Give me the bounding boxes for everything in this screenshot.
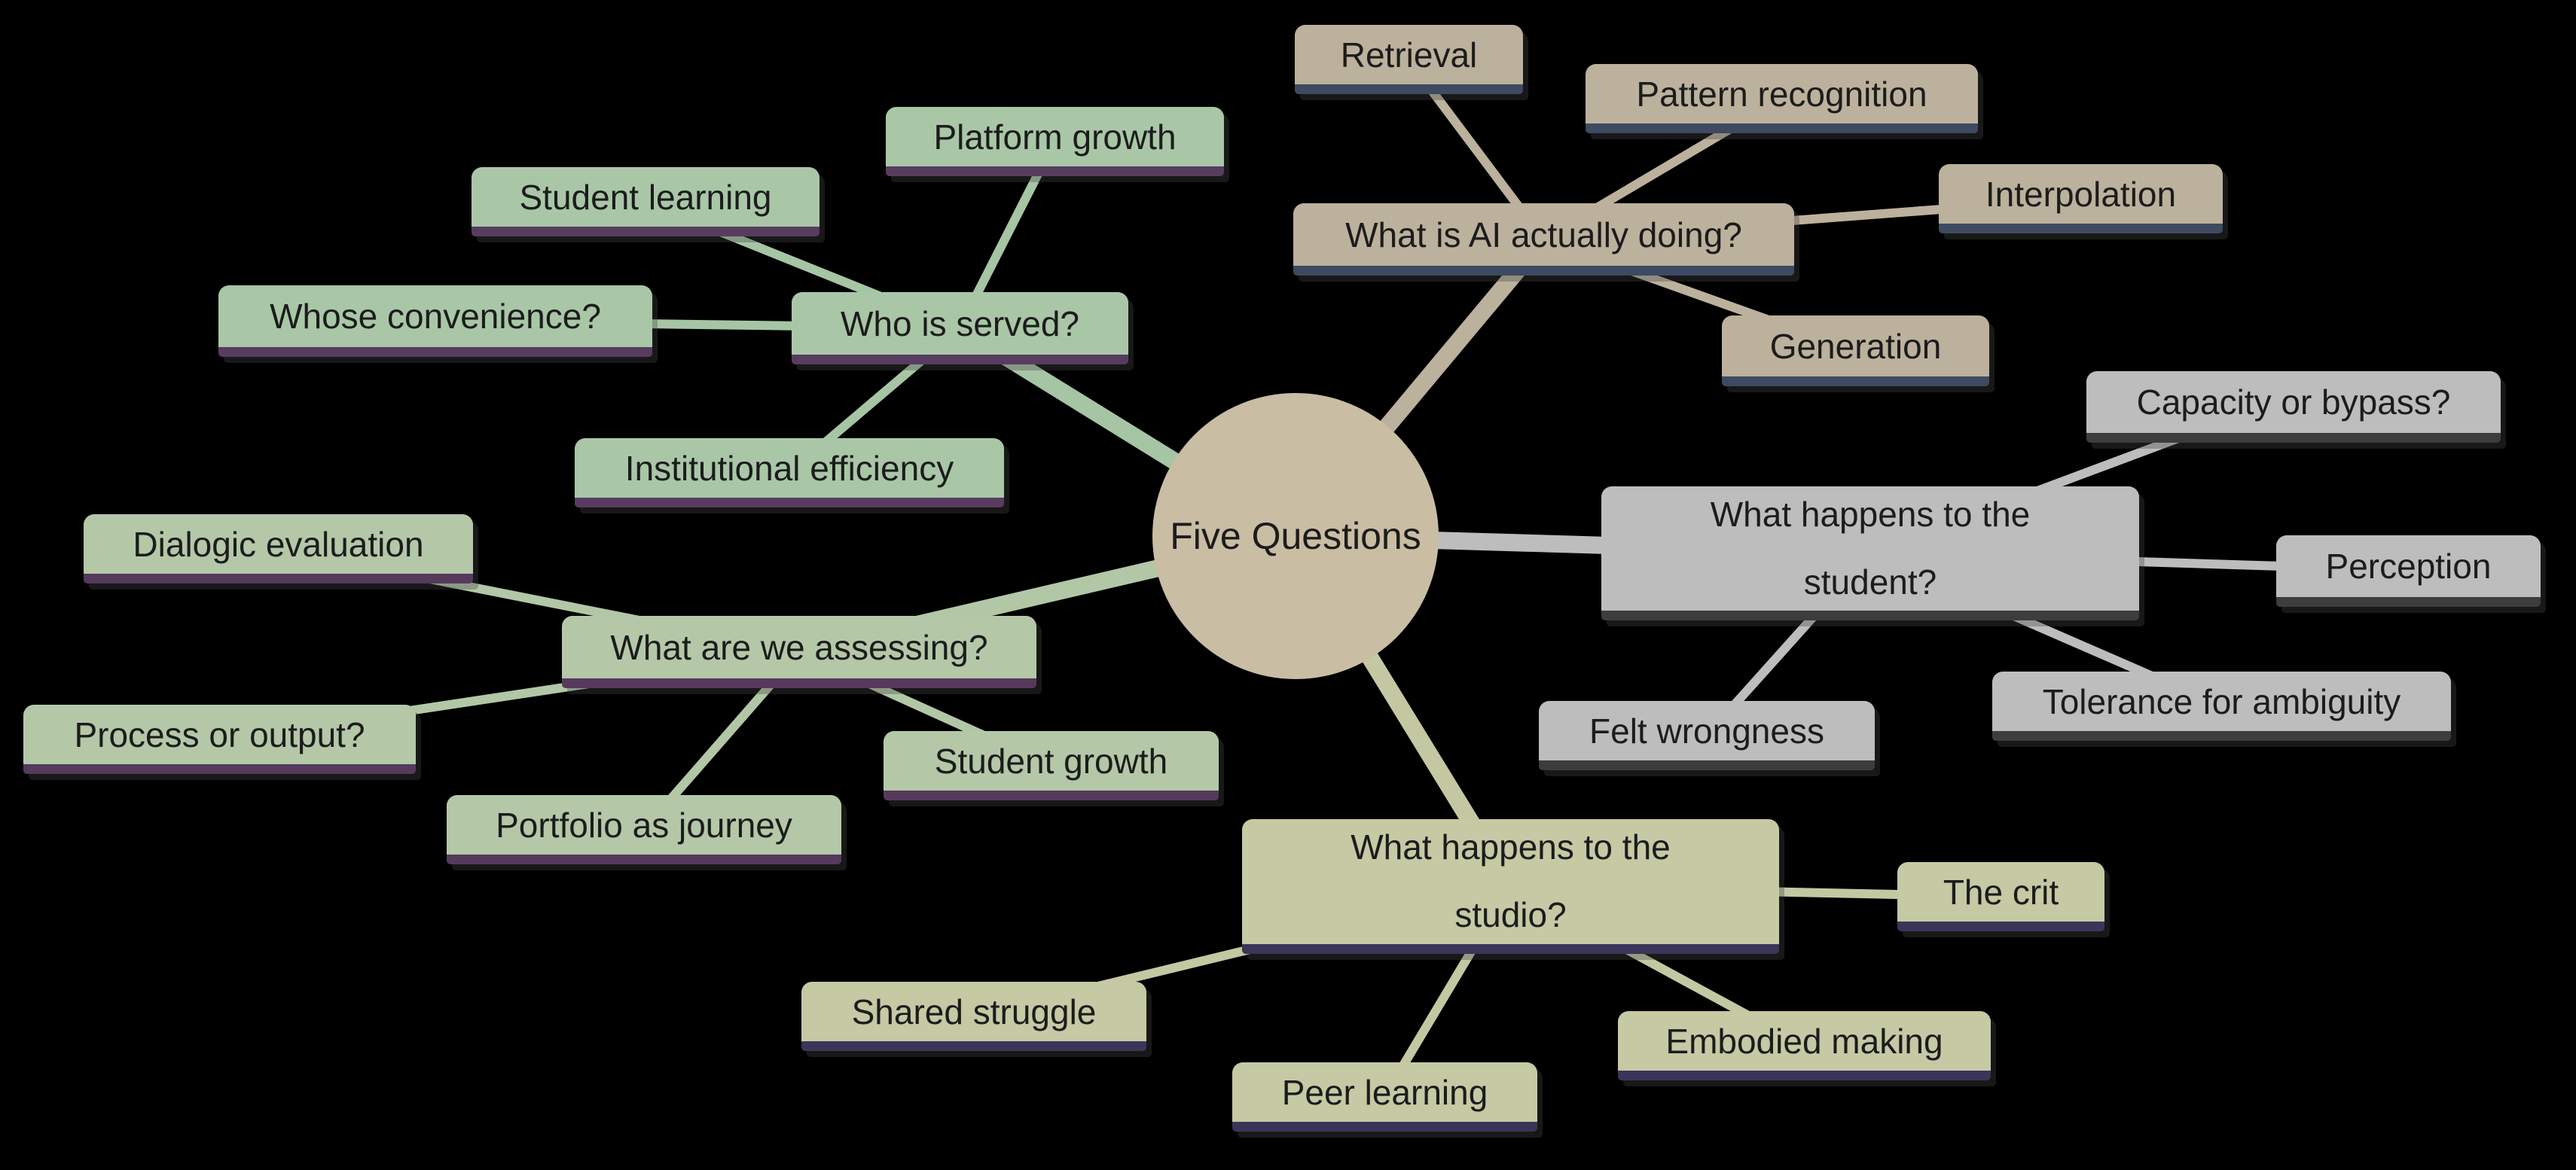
hub-label: What are we assessing? — [610, 627, 988, 667]
node-label: Capacity or bypass? — [2136, 382, 2451, 422]
node-label: Tolerance for ambiguity — [2042, 681, 2401, 721]
node-platform-growth[interactable]: Platform growth — [886, 107, 1224, 176]
hub-what-happens-to-the-student[interactable]: What happens to the student? — [1601, 486, 2139, 620]
hub-label: Who is served? — [840, 303, 1079, 343]
node-institutional-efficiency[interactable]: Institutional efficiency — [575, 438, 1004, 507]
node-whose-convenience[interactable]: Whose convenience? — [218, 285, 652, 357]
node-label: Portfolio as journey — [496, 805, 792, 845]
node-student-growth[interactable]: Student growth — [884, 731, 1219, 800]
node-label: Whose convenience? — [270, 297, 601, 336]
node-student-learning[interactable]: Student learning — [472, 167, 819, 236]
node-felt-wrongness[interactable]: Felt wrongness — [1539, 701, 1875, 770]
hub-label: What happens to the studio? — [1351, 827, 1671, 934]
node-tolerance-for-ambiguity[interactable]: Tolerance for ambiguity — [1992, 672, 2451, 741]
node-portfolio-as-journey[interactable]: Portfolio as journey — [447, 795, 841, 864]
hub-who-is-served[interactable]: Who is served? — [792, 292, 1128, 364]
node-label: Felt wrongness — [1589, 711, 1824, 751]
node-label: Institutional efficiency — [624, 448, 954, 488]
node-label: Peer learning — [1281, 1072, 1488, 1112]
node-peer-learning[interactable]: Peer learning — [1232, 1062, 1537, 1132]
node-label: Platform growth — [933, 117, 1177, 157]
node-label: Embodied making — [1665, 1021, 1943, 1061]
hub-label: What is AI actually doing? — [1345, 215, 1742, 254]
node-pattern-recognition[interactable]: Pattern recognition — [1586, 64, 1978, 133]
node-label: The crit — [1943, 872, 2059, 912]
node-process-or-output[interactable]: Process or output? — [23, 705, 416, 774]
node-the-crit[interactable]: The crit — [1897, 862, 2104, 931]
hub-what-is-ai-actually-doing[interactable]: What is AI actually doing? — [1293, 203, 1794, 276]
node-interpolation[interactable]: Interpolation — [1939, 164, 2223, 233]
center-node-label: Five Questions — [1170, 515, 1421, 557]
node-label: Student growth — [934, 741, 1168, 781]
node-generation[interactable]: Generation — [1722, 315, 1989, 386]
node-label: Student learning — [519, 177, 772, 217]
center-node-five-questions[interactable]: Five Questions — [1152, 393, 1439, 679]
node-capacity-or-bypass[interactable]: Capacity or bypass? — [2086, 371, 2501, 443]
node-label: Generation — [1769, 326, 1942, 366]
hub-what-are-we-assessing[interactable]: What are we assessing? — [562, 616, 1036, 688]
node-label: Shared struggle — [851, 992, 1097, 1031]
node-label: Dialogic evaluation — [133, 524, 424, 564]
node-shared-struggle[interactable]: Shared struggle — [801, 982, 1146, 1051]
node-embodied-making[interactable]: Embodied making — [1618, 1011, 1991, 1080]
hub-label: What happens to the student? — [1710, 494, 2031, 602]
node-retrieval[interactable]: Retrieval — [1295, 25, 1523, 94]
node-label: Interpolation — [1985, 174, 2177, 214]
node-label: Perception — [2325, 547, 2492, 586]
node-label: Retrieval — [1340, 35, 1478, 75]
node-perception[interactable]: Perception — [2276, 535, 2541, 607]
node-label: Process or output? — [74, 714, 365, 754]
node-dialogic-evaluation[interactable]: Dialogic evaluation — [84, 514, 473, 583]
node-label: Pattern recognition — [1636, 74, 1927, 114]
hub-what-happens-to-the-studio[interactable]: What happens to the studio? — [1242, 819, 1779, 954]
